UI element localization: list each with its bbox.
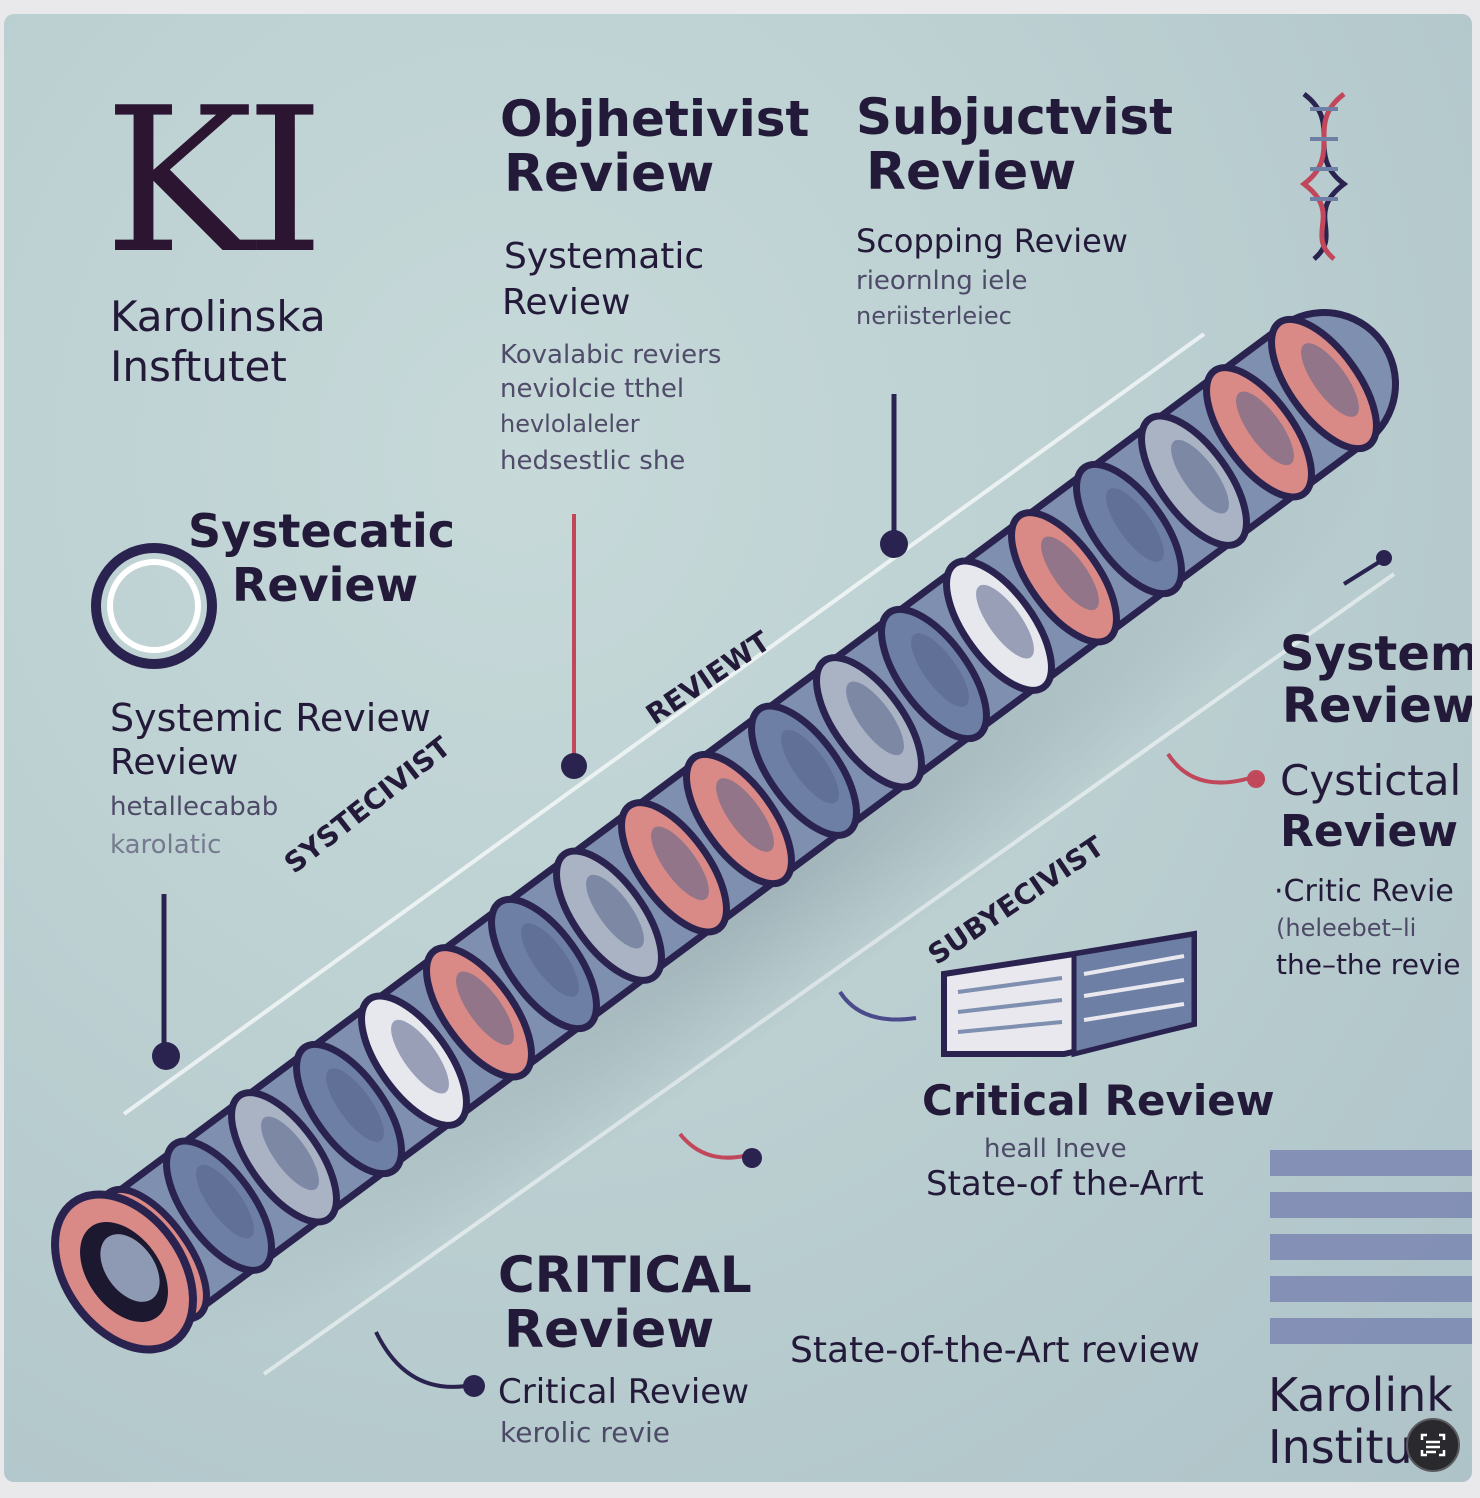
critical-right-sub: heall Ineve	[984, 1134, 1127, 1164]
bar-stack-icon	[1270, 1150, 1472, 1344]
tube-ring-shade	[261, 1116, 319, 1191]
left-heading-line1: Systecatic	[188, 504, 456, 558]
subjectivist-desc-2: neriisterleiec	[856, 302, 1012, 330]
tube-ring-shade	[1171, 439, 1229, 514]
ki-logo: KI	[104, 65, 324, 298]
tube-ring-shade	[1301, 343, 1359, 417]
objectivist-desc-1: Kovalabic reviers	[500, 340, 722, 370]
corner-brand-line1: Karolink	[1268, 1368, 1453, 1422]
critical-bottom-heading-line2: Review	[504, 1300, 715, 1360]
leader-dot-left	[152, 1042, 180, 1070]
leader-right	[1166, 752, 1251, 785]
book-stack-icon	[941, 930, 1197, 1058]
right-sub-line1: Cystictal	[1280, 756, 1462, 805]
tube-ring-shade	[586, 874, 644, 949]
tube-ring-shade	[846, 681, 904, 756]
ring-logo-icon	[91, 543, 217, 669]
scan-text-icon	[1420, 1433, 1446, 1457]
tube-ring-shade	[196, 1164, 254, 1239]
left-sub-line2: Review	[110, 742, 239, 783]
subjectivist-heading-line1: Subjuctvist	[856, 88, 1174, 146]
subjectivist-desc-1: rieornlng iele	[856, 266, 1028, 296]
leader-dot-critical-right	[742, 1148, 762, 1168]
right-heading-line2: Review	[1282, 678, 1472, 734]
leader-dot-top-right	[1376, 550, 1392, 566]
diagram-canvas: KI Karolinska Insftutet Objhetivist Revi…	[4, 14, 1472, 1482]
objectivist-desc-2: neviolcie tthel	[500, 374, 685, 404]
leader-dot-subjectivist	[880, 530, 908, 558]
tube-diagram	[51, 92, 1472, 1397]
tube-ring-shade	[1106, 488, 1164, 562]
objectivist-sub-line2: Review	[502, 282, 631, 323]
guide-rail-top	[122, 332, 1206, 1116]
corner-brand-line2: Institut	[1268, 1420, 1431, 1474]
leader-critical-bottom	[374, 1331, 467, 1389]
leader-top-right	[1342, 557, 1386, 586]
critical-bottom-desc: kerolic revie	[500, 1416, 671, 1449]
left-sub-line1: Systemic Review	[110, 696, 431, 740]
tube-ring-shade	[781, 729, 839, 804]
objectivist-heading-line1: Objhetivist	[500, 90, 810, 148]
right-sub-line2: Review	[1280, 806, 1458, 857]
tube-ring-shade	[716, 778, 774, 852]
right-desc-1: ·Critic Revie	[1274, 874, 1454, 909]
scan-text-button[interactable]	[1406, 1418, 1460, 1472]
tube-ring-shade	[911, 633, 969, 707]
leader-critical-right	[678, 1132, 745, 1160]
objectivist-desc-4: hedsestlic she	[500, 446, 686, 476]
left-desc-1: hetallecabab	[110, 792, 279, 822]
subjectivist-heading-line2: Review	[866, 142, 1077, 202]
tube-ring-shade	[326, 1068, 384, 1142]
tube-ring-shade	[456, 971, 514, 1046]
objectivist-desc-3: hevlolaleler	[500, 410, 640, 438]
tube-ring-shade	[651, 826, 709, 901]
leader-book	[838, 990, 917, 1022]
tube-end-inner	[100, 1234, 160, 1302]
brand-name-line2: Insftutet	[110, 342, 287, 391]
tube-ring-shade	[1041, 536, 1099, 611]
objectivist-heading-line2: Review	[504, 144, 715, 204]
tube-ring-shade	[391, 1019, 449, 1094]
critical-right-heading: Critical Review	[922, 1076, 1275, 1125]
leader-dot-critical-bottom	[463, 1375, 485, 1397]
tube-ring-shade	[521, 923, 579, 997]
right-desc-3: the–the revie	[1276, 948, 1461, 981]
right-desc-2: (heleebet–li	[1276, 914, 1417, 942]
subjectivist-sub: Scopping Review	[856, 222, 1128, 260]
left-heading-line2: Review	[232, 558, 419, 612]
dna-icon	[1299, 92, 1349, 261]
objectivist-sub-line1: Systematic	[504, 236, 705, 277]
critical-bottom-heading-line1: CRITICAL	[498, 1246, 752, 1304]
leader-dot-objectivist	[561, 753, 587, 779]
right-heading-line1: System	[1280, 626, 1472, 682]
left-desc-2: karolatic	[110, 830, 222, 860]
critical-bottom-sub: Critical Review	[498, 1372, 750, 1412]
leader-dot-right	[1247, 770, 1265, 788]
critical-right-state: State-of the-Arrt	[926, 1164, 1204, 1204]
tube-ring-shade	[1236, 391, 1294, 466]
state-of-the-art-label: State-of-the-Art review	[790, 1330, 1200, 1371]
tube-ring-shade	[976, 584, 1034, 659]
brand-name-line1: Karolinska	[110, 292, 326, 341]
